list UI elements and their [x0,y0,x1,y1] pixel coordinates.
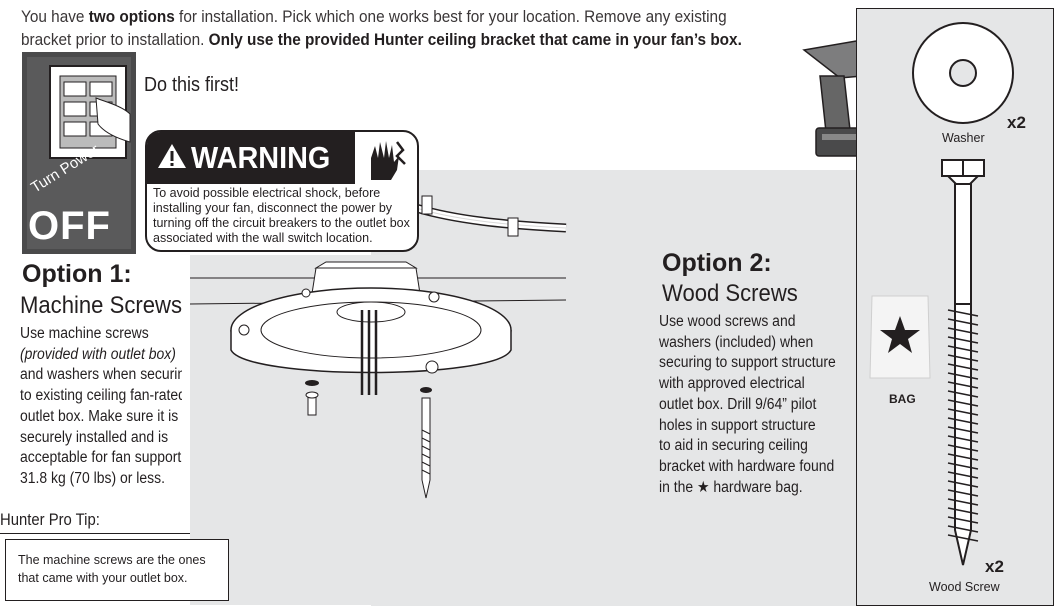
turn-power-off-graphic: Turn Power OFF [22,52,136,254]
option-1-line: to existing ceiling fan-rated [20,387,182,405]
option-1-line: outlet box. Make sure it is [20,407,179,425]
pro-tip-divider [0,533,190,534]
option-2-line: holes in support structure [659,416,816,434]
option-2-line: securing to support structure [659,354,836,372]
bag-label: BAG [889,392,916,406]
hardware-bag-icon [869,295,931,379]
option-2-title: Option 2: [662,249,772,277]
option-2-line: Use wood screws and [659,313,796,330]
option-2-line-last: in the ★ hardware bag. [659,478,803,496]
option-1-line: acceptable for fan support [20,449,182,467]
warning-text: To avoid possible electrical shock, befo… [153,186,410,245]
option-1-line: 31.8 kg (70 lbs) or less. [20,469,165,487]
pro-tip-text: The machine screws are the ones that cam… [18,553,206,585]
warning-box: WARNING To avoid possible electrical sho… [145,130,419,252]
do-this-first-label: Do this first! [144,74,240,96]
option-1-subtitle: Machine Screws [20,292,182,319]
off-label: OFF [28,204,111,248]
star-icon: ★ [697,478,710,496]
warning-triangle-icon [158,144,186,168]
option-1-line: and washers when securin [20,366,182,384]
pro-tip-box: The machine screws are the ones that cam… [5,539,229,601]
option-2-body: Use wood screws and washers (included) w… [659,312,848,498]
intro-line-2: bracket prior to installation. Only use … [21,31,742,49]
intro-text: You have two options for installation. P… [21,6,746,52]
ceiling-bracket-illustration [189,195,567,499]
option-2-line: bracket with hardware found [659,457,835,475]
option-2-line: washers (included) when [659,333,814,351]
shock-hand-icon [371,141,406,180]
option-1-line: securely installed and is [20,428,169,446]
option-2-line: outlet box. Drill 9/64” pilot [659,395,817,413]
wood-screw-quantity: x2 [985,557,1004,576]
wood-screw-label: Wood Screw [929,580,1000,594]
washer-icon [912,22,1014,124]
warning-title: WARNING [191,140,331,175]
option-1-line: Use machine screws [20,325,149,342]
washer-label: Washer [942,131,985,145]
option-2-line: to aid in securing ceiling [659,437,808,455]
option-2-line: with approved electrical [659,375,805,393]
warning-header: WARNING [147,132,355,184]
option-1-body: Use machine screws (provided with outlet… [20,324,182,490]
option-2-subtitle: Wood Screws [662,280,798,307]
washer-quantity: x2 [1007,113,1026,132]
wood-screw-icon [941,159,985,566]
intro-line-1: You have two options for installation. P… [21,8,727,26]
option-1-line: (provided with outlet box) [20,345,176,363]
pro-tip-title: Hunter Pro Tip: [0,511,100,529]
option-1-title: Option 1: [22,260,132,288]
breaker-panel-icon [49,65,131,159]
